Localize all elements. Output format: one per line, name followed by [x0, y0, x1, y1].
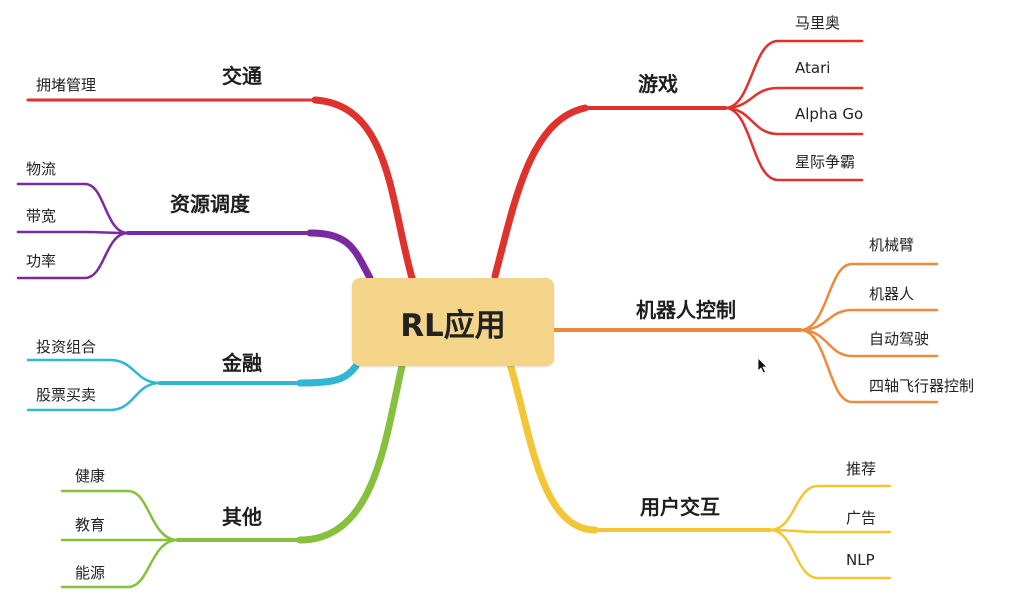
leaf-other-1[interactable]: 健康 — [75, 467, 106, 485]
leaf-other-3[interactable]: 能源 — [75, 564, 106, 582]
leaf-user-3[interactable]: NLP — [846, 551, 875, 569]
connector-robot-leaf-2 — [798, 308, 939, 332]
leaf-robot-4[interactable]: 四轴飞行器控制 — [869, 377, 975, 395]
connector-robot-leaf-3 — [798, 328, 939, 358]
connector-games-leaf-4 — [723, 106, 864, 182]
connector-finance-leaf-1 — [26, 358, 162, 385]
leaf-games-4[interactable]: 星际争霸 — [795, 153, 856, 171]
branch-robot-control[interactable]: 机器人控制 — [636, 298, 736, 322]
leaf-finance-1[interactable]: 投资组合 — [36, 338, 97, 356]
connector-finance-leaf-2 — [26, 381, 162, 412]
leaf-resource-1[interactable]: 物流 — [26, 160, 57, 178]
connector-resource-main — [306, 229, 374, 282]
leaf-robot-3[interactable]: 自动驾驶 — [869, 330, 930, 348]
connector-other-main — [296, 362, 406, 544]
connector-traffic-main — [311, 96, 416, 282]
connector-resource-leaf-2 — [16, 230, 130, 235]
connector-robot-leaf-4 — [798, 328, 939, 404]
connector-resource-leaf-1 — [16, 182, 130, 235]
central-topic[interactable]: RL应用 — [352, 278, 554, 366]
connector-games-leaf-1 — [723, 39, 864, 110]
connector-games-main — [491, 104, 589, 280]
branch-games[interactable]: 游戏 — [638, 72, 678, 96]
connector-games-leaf-2 — [723, 86, 864, 110]
branch-traffic[interactable]: 交通 — [222, 64, 262, 88]
connector-other-leaf-1 — [60, 489, 180, 542]
leaf-robot-1[interactable]: 机械臂 — [869, 236, 915, 254]
leaf-finance-2[interactable]: 股票买卖 — [36, 386, 97, 404]
connector-user-leaf-3 — [768, 528, 892, 580]
leaf-user-2[interactable]: 广告 — [846, 509, 877, 527]
leaf-robot-2[interactable]: 机器人 — [869, 285, 915, 303]
leaf-resource-2[interactable]: 带宽 — [26, 207, 57, 225]
connector-user-main — [506, 360, 599, 534]
branch-other[interactable]: 其他 — [222, 505, 262, 529]
connector-other-leaf-3 — [60, 538, 180, 589]
branch-user-interaction[interactable]: 用户交互 — [640, 495, 720, 519]
leaf-resource-3[interactable]: 功率 — [26, 252, 57, 270]
leaf-games-1[interactable]: 马里奥 — [795, 14, 841, 32]
leaf-games-2[interactable]: Atari — [795, 59, 831, 77]
leaf-traffic-1[interactable]: 拥堵管理 — [36, 76, 97, 94]
connector-robot-leaf-1 — [798, 262, 939, 332]
branch-resource-scheduling[interactable]: 资源调度 — [170, 192, 250, 216]
branch-finance[interactable]: 金融 — [222, 351, 262, 375]
connector-resource-leaf-3 — [16, 231, 130, 280]
leaf-games-3[interactable]: Alpha Go — [795, 105, 864, 123]
leaf-other-2[interactable]: 教育 — [75, 516, 106, 534]
central-topic-label: RL应用 — [400, 307, 506, 344]
leaf-user-1[interactable]: 推荐 — [846, 460, 877, 478]
connector-user-leaf-2 — [768, 528, 892, 534]
connector-finance-main — [296, 362, 360, 387]
connector-games-leaf-3 — [723, 106, 864, 136]
connector-user-leaf-1 — [768, 484, 892, 532]
